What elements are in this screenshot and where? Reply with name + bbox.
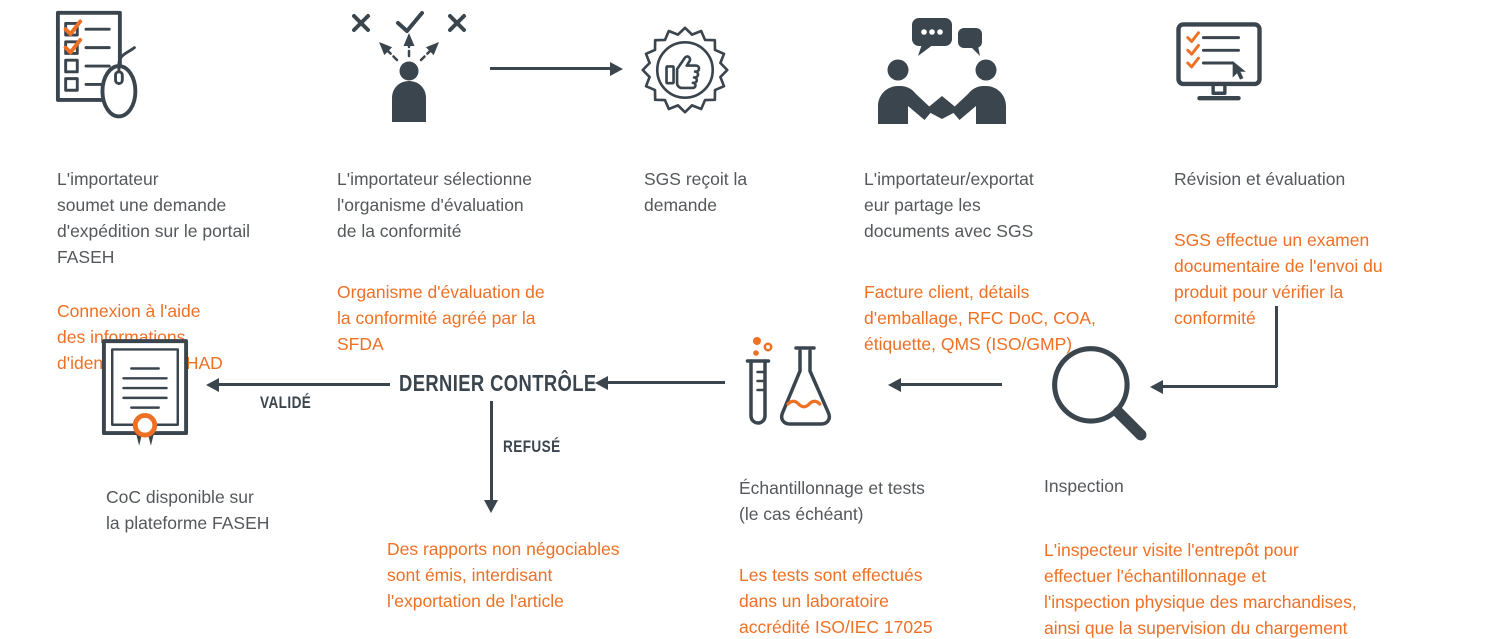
step-receive-title: SGS reçoit la demande [644, 169, 748, 215]
step-select-title: L'importateur sélectionne l'organisme d'… [337, 169, 532, 241]
connector-review-to-inspection-head [1150, 380, 1163, 394]
step-submit-title: L'importateur soumet une demande d'expéd… [57, 169, 251, 267]
handshake-icon [878, 18, 1006, 124]
step-select-note: Organisme d'évaluation de la conformité … [337, 282, 545, 354]
step-review-text: Révision et évaluation SGS effectue un e… [1174, 140, 1454, 357]
step-inspection-text: Inspection L'inspecteur visite l'entrepô… [1044, 447, 1394, 639]
connector-review-to-inspection [1163, 385, 1277, 388]
certificate-icon [101, 339, 189, 446]
step-share-note: Facture client, détails d'emballage, RFC… [864, 282, 1096, 354]
step-inspection-note: L'inspecteur visite l'entrepôt pour effe… [1044, 540, 1357, 638]
arrow-select-to-receive-head [610, 61, 623, 76]
approval-badge-icon [641, 26, 729, 114]
arrow-sampling-to-final-check-head [595, 376, 608, 390]
arrow-final-check-to-coc [219, 383, 390, 386]
step-select-text: L'importateur sélectionne l'organisme d'… [337, 140, 607, 383]
arrow-sampling-to-final-check [608, 381, 725, 384]
step-sampling-title: Échantillonnage et tests (le cas échéant… [739, 478, 925, 524]
step-sampling-note: Les tests sont effectués dans un laborat… [739, 565, 933, 637]
step-receive-text: SGS reçoit la demande [644, 140, 814, 244]
arrow-inspection-to-sampling [901, 383, 1002, 386]
person-choices-icon [352, 11, 466, 122]
final-check-label: DERNIER CONTRÔLE [399, 370, 597, 396]
step-share-title: L'importateur/exportat eur partage les d… [864, 169, 1034, 241]
arrow-final-check-to-coc-head [206, 378, 219, 392]
refused-note: Des rapports non négociables sont émis, … [387, 539, 620, 611]
refused-note-text: Des rapports non négociables sont émis, … [387, 510, 687, 639]
checklist-mouse-icon [55, 10, 138, 119]
valid-label: VALIDÉ [260, 393, 312, 412]
arrow-final-check-refused-head [484, 500, 498, 513]
magnifier-icon [1052, 346, 1147, 441]
arrow-final-check-refused [490, 401, 493, 502]
refused-label: REFUSÉ [503, 437, 561, 456]
step-review-title: Révision et évaluation [1174, 169, 1346, 189]
step-sampling-text: Échantillonnage et tests (le cas échéant… [739, 449, 1009, 639]
lab-flask-icon [745, 337, 832, 426]
step-inspection-title: Inspection [1044, 476, 1124, 496]
coc-title: CoC disponible sur la plateforme FASEH [106, 487, 270, 533]
arrow-select-to-receive [490, 67, 612, 70]
document-review-screen-icon [1176, 22, 1262, 101]
coc-text: CoC disponible sur la plateforme FASEH [106, 458, 326, 562]
arrow-inspection-to-sampling-head [888, 378, 901, 392]
step-share-text: L'importateur/exportat eur partage les d… [864, 140, 1154, 383]
connector-review-down [1275, 306, 1278, 387]
step-review-note: SGS effectue un examen documentaire de l… [1174, 230, 1383, 328]
